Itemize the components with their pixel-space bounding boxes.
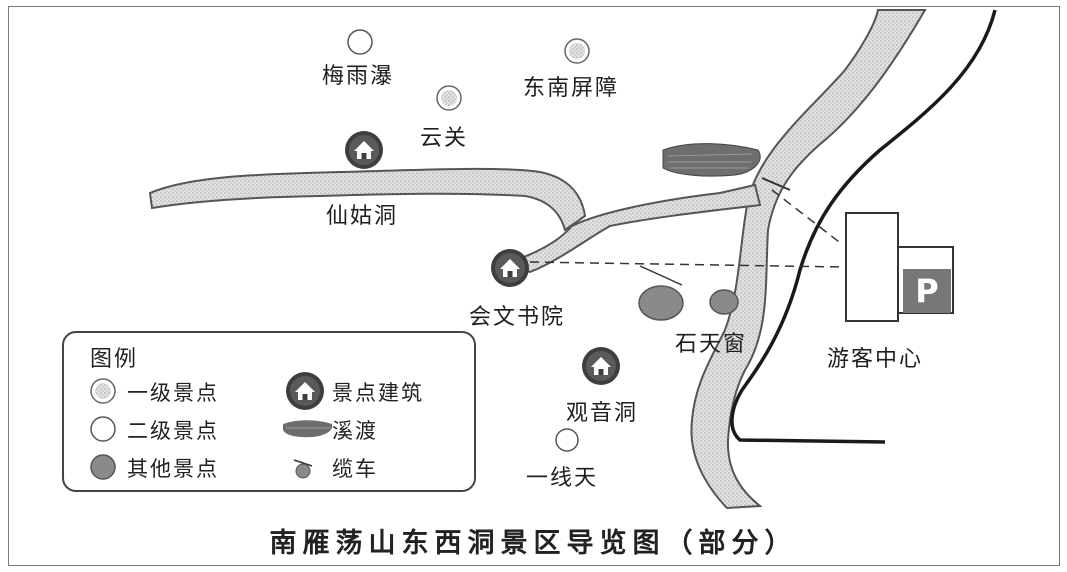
legend-level1-label: 一级景点 <box>127 381 219 405</box>
legend-other-icon <box>90 454 116 480</box>
legend-cable-icon <box>293 459 313 479</box>
legend-level2-icon <box>90 416 116 442</box>
cable-car-hanger <box>639 265 683 286</box>
building-icon[interactable] <box>491 249 529 287</box>
ferry-icon[interactable] <box>662 143 761 177</box>
west-path <box>148 167 587 232</box>
label-xiangudong: 仙姑洞 <box>326 204 399 229</box>
legend-building-label: 景点建筑 <box>332 381 424 405</box>
path-junction-line <box>761 177 791 191</box>
legend-level2-label: 二级景点 <box>127 419 219 443</box>
road-line <box>730 9 997 444</box>
parking-letter: P <box>915 272 939 310</box>
level2-spot-icon[interactable] <box>555 428 579 452</box>
parking-icon[interactable] <box>903 269 951 313</box>
legend-other-label: 其他景点 <box>127 457 219 481</box>
branch-path <box>507 183 762 274</box>
label-meiyupu: 梅雨瀑 <box>322 64 395 89</box>
other-spot-icon[interactable] <box>709 289 739 315</box>
level1-spot-icon[interactable] <box>436 85 462 111</box>
building-icon[interactable] <box>345 131 383 169</box>
label-guanyindong: 观音洞 <box>566 401 639 426</box>
cable-car-route <box>529 261 844 268</box>
legend-ferry-icon <box>283 420 333 438</box>
visitor-center-building[interactable] <box>845 212 899 322</box>
dashed-walkway <box>771 189 844 246</box>
legend-ferry-label: 溪渡 <box>332 419 378 443</box>
legend-level1-icon <box>90 378 116 404</box>
label-yixiantian: 一线天 <box>526 466 599 491</box>
label-dongnanpingzhang: 东南屏障 <box>523 76 620 101</box>
legend-title: 图例 <box>90 347 139 372</box>
stream-path <box>690 9 927 510</box>
legend-box: 图例 <box>62 331 476 492</box>
label-yunguan: 云关 <box>420 126 469 151</box>
level1-spot-icon[interactable] <box>564 38 590 64</box>
legend-cable-label: 缆车 <box>332 457 378 481</box>
label-shitianchuang: 石天窗 <box>675 332 748 357</box>
map-title: 南雁荡山东西洞景区导览图（部分） <box>269 528 798 559</box>
level2-spot-icon[interactable] <box>347 29 373 55</box>
label-youkezhongxin: 游客中心 <box>827 347 924 372</box>
label-huiwenshuyuan: 会文书院 <box>469 305 566 330</box>
map-frame <box>8 6 1060 566</box>
other-spot-icon[interactable] <box>638 285 684 321</box>
building-icon[interactable] <box>582 347 620 385</box>
